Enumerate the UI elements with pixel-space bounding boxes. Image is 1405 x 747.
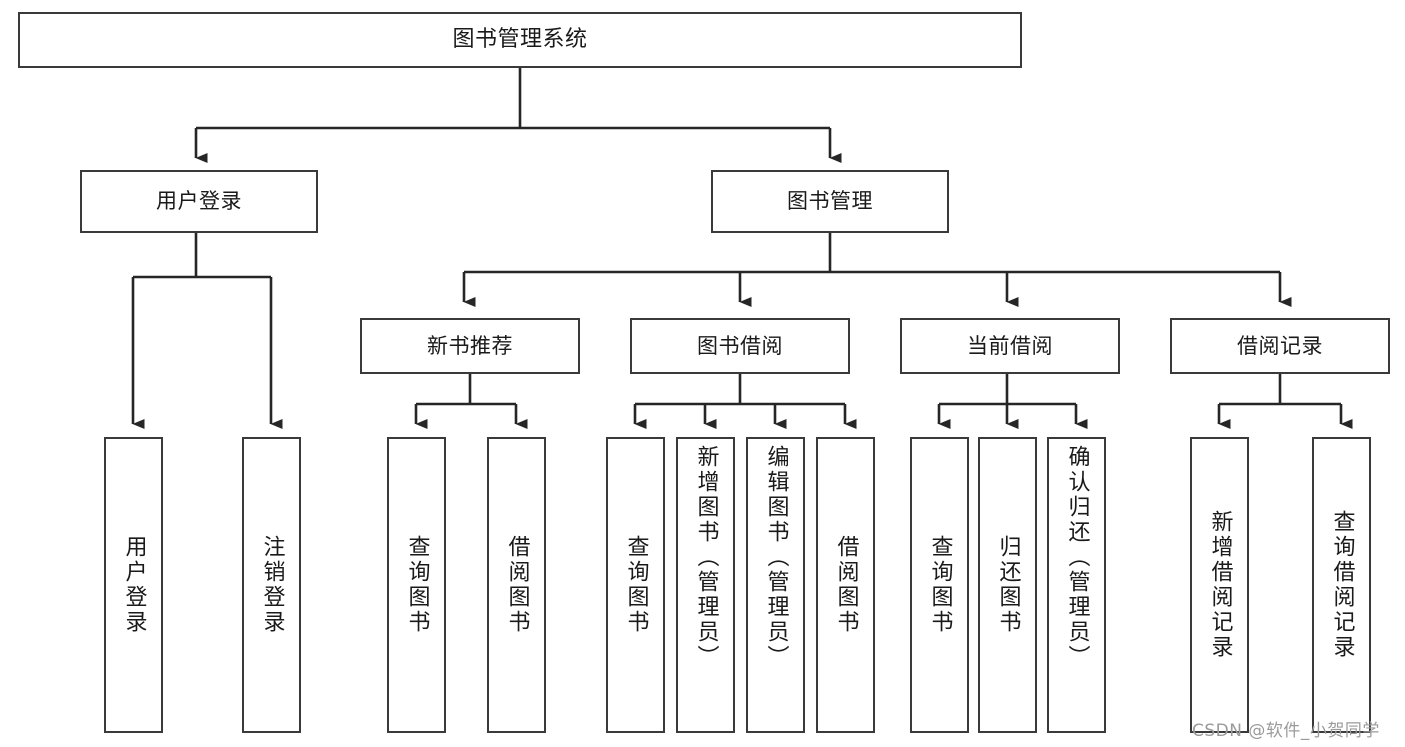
node-current-borrowing[interactable]: 当前借阅	[900, 318, 1120, 374]
node-label: 编辑图书（管理员）	[763, 445, 789, 670]
node-label: 归还图书	[995, 535, 1021, 635]
node-root-book-management-system[interactable]: 图书管理系统	[18, 12, 1022, 68]
node-user-login[interactable]: 用户登录	[80, 170, 318, 233]
node-new-book-recommendation[interactable]: 新书推荐	[360, 318, 580, 374]
node-label: 查询图书	[404, 535, 430, 635]
leaf-borrow-record-query-record[interactable]: 查询借阅记录	[1312, 437, 1371, 733]
node-label: 用户登录	[156, 189, 242, 213]
node-label: 用户登录	[121, 535, 147, 635]
node-label: 新书推荐	[427, 333, 513, 358]
leaf-user-login-signout[interactable]: 注销登录	[242, 437, 301, 733]
node-label: 图书借阅	[697, 333, 783, 358]
leaf-borrow-record-add-record[interactable]: 新增借阅记录	[1190, 437, 1249, 733]
node-label: 查询图书	[623, 535, 649, 635]
node-book-management[interactable]: 图书管理	[711, 170, 949, 233]
node-label: 借阅图书	[833, 535, 859, 635]
leaf-new-book-query-book[interactable]: 查询图书	[387, 437, 446, 733]
leaf-current-borrow-return-book[interactable]: 归还图书	[978, 437, 1037, 733]
node-label: 新增借阅记录	[1207, 510, 1233, 660]
leaf-current-borrow-query-book[interactable]: 查询图书	[910, 437, 969, 733]
node-label: 新增图书（管理员）	[693, 445, 719, 670]
csdn-watermark: CSDN @软件_小贺同学	[1192, 721, 1380, 741]
leaf-book-borrow-edit-book-admin[interactable]: 编辑图书（管理员）	[746, 437, 805, 733]
node-label: 借阅图书	[504, 535, 530, 635]
leaf-book-borrow-query-book[interactable]: 查询图书	[606, 437, 665, 733]
node-label: 图书管理	[787, 189, 873, 213]
node-label: 注销登录	[259, 535, 285, 635]
leaf-book-borrow-add-book-admin[interactable]: 新增图书（管理员）	[676, 437, 735, 733]
node-borrowing-record[interactable]: 借阅记录	[1170, 318, 1390, 374]
node-label: 查询借阅记录	[1329, 510, 1355, 660]
leaf-current-borrow-confirm-return-admin[interactable]: 确认归还（管理员）	[1047, 437, 1106, 733]
node-book-borrowing[interactable]: 图书借阅	[630, 318, 850, 374]
node-label: 图书管理系统	[452, 27, 588, 52]
node-label: 查询图书	[927, 535, 953, 635]
node-label: 确认归还（管理员）	[1064, 445, 1090, 670]
leaf-user-login-signin[interactable]: 用户登录	[104, 437, 163, 733]
node-label: 当前借阅	[967, 333, 1053, 358]
leaf-new-book-borrow-book[interactable]: 借阅图书	[487, 437, 546, 733]
node-label: 借阅记录	[1237, 333, 1323, 358]
leaf-book-borrow-borrow-book[interactable]: 借阅图书	[816, 437, 875, 733]
